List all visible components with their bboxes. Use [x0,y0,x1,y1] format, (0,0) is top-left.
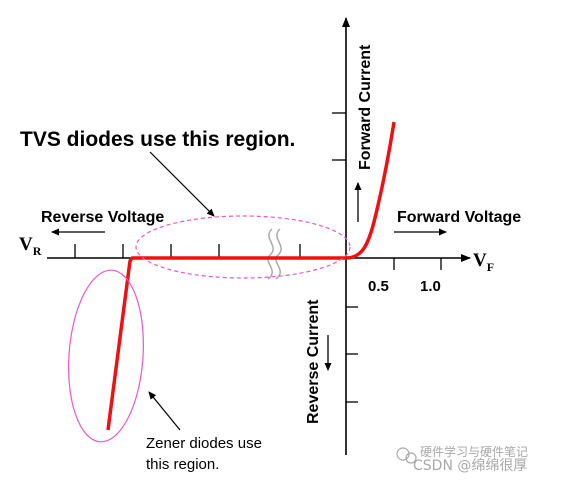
tvs-region-ellipse [135,215,351,279]
forward-current-label: Forward Current [357,44,374,170]
zener-region-ellipse [68,269,144,443]
wechat-icon-bubble [405,452,417,464]
zener-region-label-line1: Zener diodes use [146,435,262,452]
tick-label-0-5: 0.5 [368,278,389,295]
axis-break-symbol [267,228,274,280]
tick-label-1-0: 1.0 [420,278,441,295]
reverse-current-label: Reverse Current [305,299,322,424]
y-axis-ticks [332,112,358,403]
tvs-callout-arrow [149,151,215,217]
zener-callout-arrow [148,391,181,431]
forward-voltage-label: Forward Voltage [397,209,521,226]
watermark-line2: CSDN @绵绵很厚 [413,457,527,474]
x-axis-ticks [74,244,442,270]
watermark-line1: 硬件学习与硬件笔记 [420,444,528,459]
zener-region-label-line2: this region. [146,456,219,473]
vf-axis-label: VF [473,250,494,274]
vr-axis-label: VR [19,234,42,258]
reverse-voltage-label: Reverse Voltage [41,209,164,226]
watermark: 硬件学习与硬件笔记 CSDN @绵绵很厚 [396,444,528,474]
axis-break-symbol-2 [275,228,282,280]
tvs-region-label: TVS diodes use this region. [20,128,295,151]
iv-curve [106,121,396,431]
